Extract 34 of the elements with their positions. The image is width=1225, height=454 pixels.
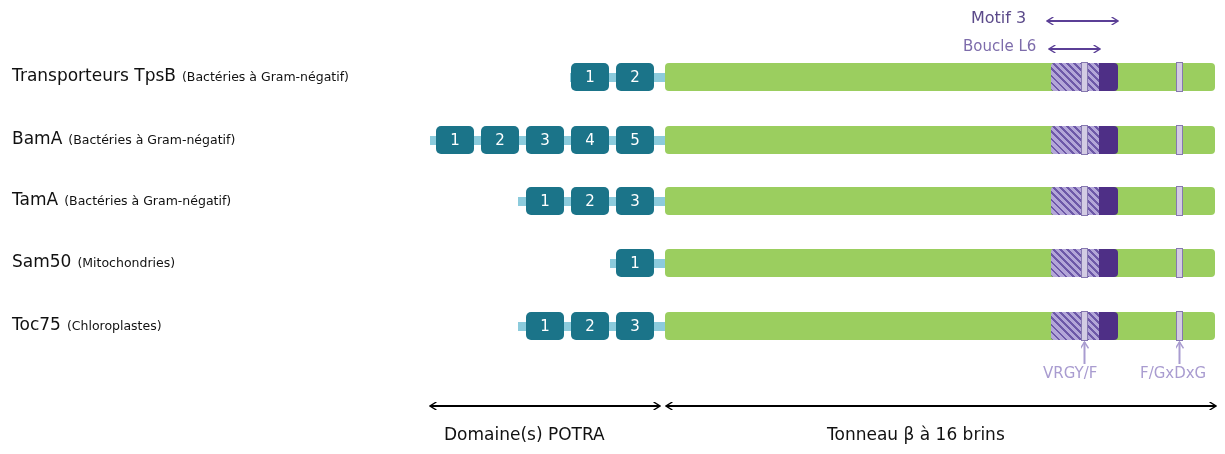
protein-name: BamA xyxy=(12,128,63,148)
potra-domain-box: 4 xyxy=(571,126,609,154)
potra-domain-box: 1 xyxy=(526,312,564,340)
leader-arrow xyxy=(1079,341,1090,365)
potra-domain-box: 3 xyxy=(616,312,654,340)
organism-note: (Chloroplastes) xyxy=(66,318,162,333)
protein-name: TamA xyxy=(12,189,59,209)
potra-domain-box: 2 xyxy=(616,63,654,91)
site-label: VRGY/F xyxy=(1043,364,1098,382)
organism-note: (Mitochondries) xyxy=(77,255,176,270)
protein-name: Transporteurs TpsB xyxy=(12,65,176,85)
protein-name: Sam50 xyxy=(12,251,72,271)
potra-domain-box: 2 xyxy=(571,187,609,215)
potra-domain-box: 1 xyxy=(436,126,474,154)
region-label: Domaine(s) POTRA xyxy=(444,424,605,444)
potra-domain-box: 2 xyxy=(481,126,519,154)
loop-label: Boucle L6 xyxy=(963,37,1037,55)
region-label: Tonneau β à 16 brins xyxy=(827,424,1005,444)
potra-domain-box: 1 xyxy=(526,187,564,215)
organism-note: (Bactéries à Gram-négatif) xyxy=(64,193,232,208)
potra-domain-box: 1 xyxy=(616,249,654,277)
potra-domain-box: 3 xyxy=(526,126,564,154)
organism-note: (Bactéries à Gram-négatif) xyxy=(68,132,236,147)
potra-domain-box: 3 xyxy=(616,187,654,215)
marker-stripe xyxy=(1081,311,1088,341)
potra-domain-box: 2 xyxy=(571,312,609,340)
protein-name: Toc75 xyxy=(12,314,61,334)
potra-domain-box: 1 xyxy=(571,63,609,91)
potra-domain-box: 5 xyxy=(616,126,654,154)
site-label: F/GxDxG xyxy=(1140,364,1207,382)
organism-note: (Bactéries à Gram-négatif) xyxy=(181,69,349,84)
leader-arrow xyxy=(1174,341,1185,365)
motif-label: Motif 3 xyxy=(971,8,1027,27)
marker-stripe xyxy=(1176,311,1183,341)
